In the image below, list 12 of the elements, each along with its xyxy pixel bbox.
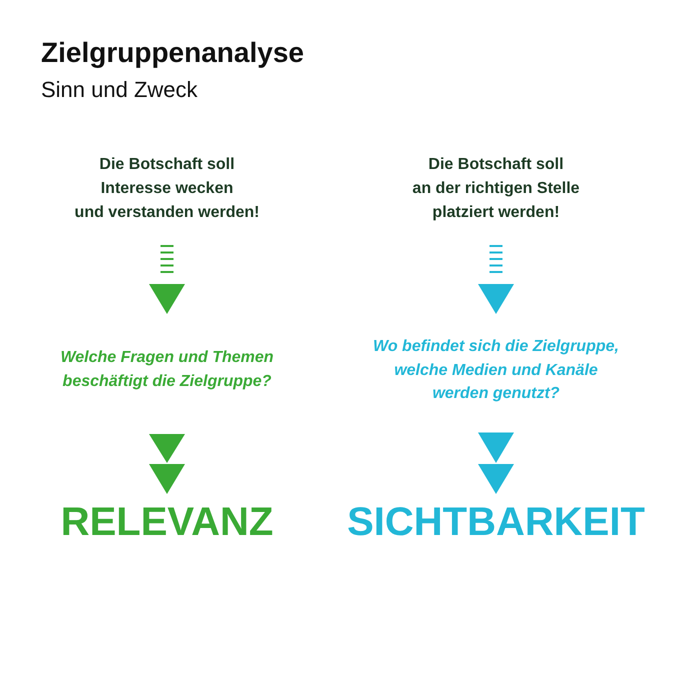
goal-statement: Die Botschaft soll an der richtigen Stelle platziert werden! (412, 155, 580, 223)
guiding-question: Wo befindet sich die Zielgruppe, welche Medien und Kanäle werden genutzt? (373, 337, 619, 404)
keyword-heading: RELEVANZ (60, 499, 274, 546)
subtitle: Sinn und Zweck (41, 76, 198, 104)
arrow (478, 245, 514, 314)
arrow (478, 432, 514, 494)
guiding-question: Welche Fragen und Themen beschäftigt die Zielgruppe? (60, 348, 274, 392)
goal-statement: Die Botschaft soll Interesse wecken und verstanden werden! (74, 155, 260, 223)
keyword-heading: SICHTBARKEIT (347, 499, 645, 546)
title: Zielgruppenanalyse (41, 36, 304, 70)
arrow (149, 245, 185, 314)
arrow (149, 434, 185, 494)
